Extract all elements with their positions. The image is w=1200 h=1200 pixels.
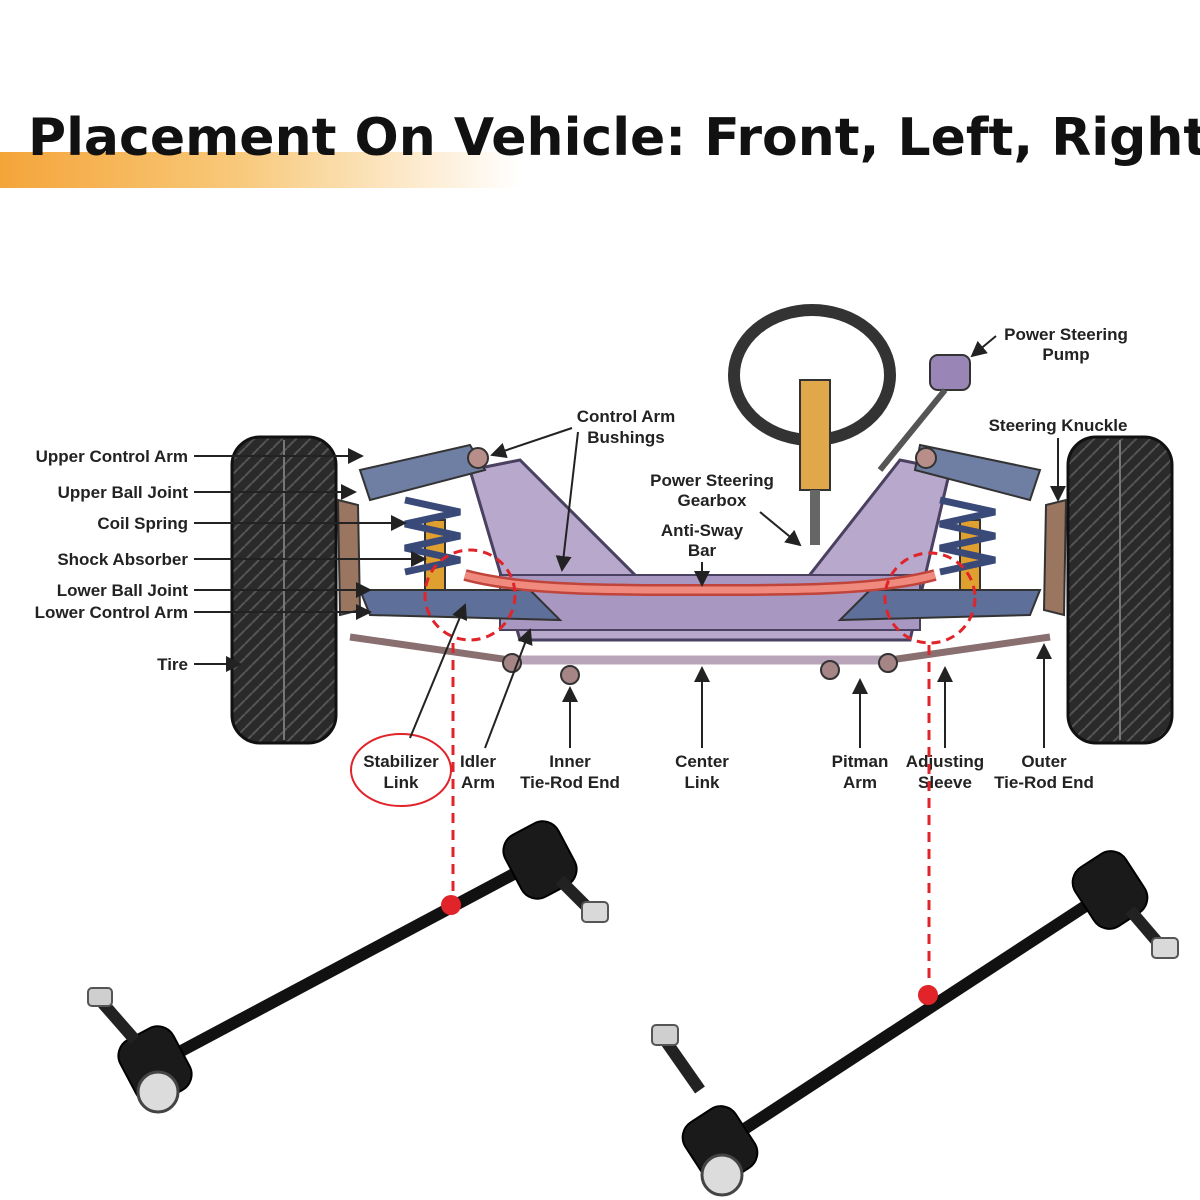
label-stabilizer-link-1: Stabilizer <box>363 752 439 771</box>
callouts-bottom: Stabilizer Link Idler Arm Inner Tie-Rod … <box>363 603 1094 792</box>
lower-control-arm-right <box>837 589 1042 622</box>
stabilizer-link-product-right <box>651 850 1179 1197</box>
label-steering-knuckle: Steering Knuckle <box>989 416 1128 435</box>
label-pitman-arm-1: Pitman <box>832 752 889 771</box>
power-steering-pump <box>877 354 971 472</box>
label-inner-tie-rod-1: Inner <box>549 752 591 771</box>
coil-spring-left <box>404 496 461 591</box>
label-adjusting-sleeve-1: Adjusting <box>906 752 984 771</box>
placement-dot-left <box>441 895 461 915</box>
label-coil-spring: Coil Spring <box>97 514 188 533</box>
steering-knuckle-left <box>336 498 362 617</box>
label-idler-arm-2: Arm <box>461 773 495 792</box>
label-anti-sway-bar-1: Anti-Sway <box>661 521 744 540</box>
tie-rod-right <box>889 633 1051 664</box>
bushing-upper-right <box>915 447 937 469</box>
label-power-steering-gearbox-1: Power Steering <box>650 471 774 490</box>
label-tire: Tire <box>157 655 188 674</box>
coil-spring-right <box>939 496 996 591</box>
page-title: Placement On Vehicle: Front, Left, Right <box>28 108 1200 168</box>
tire-right <box>1066 435 1174 745</box>
label-center-link-2: Link <box>685 773 720 792</box>
bushing-upper-left <box>467 447 489 469</box>
label-lower-ball-joint: Lower Ball Joint <box>57 581 189 600</box>
label-outer-tie-rod-2: Tie-Rod End <box>994 773 1094 792</box>
steering-wheel <box>728 304 896 545</box>
label-power-steering-pump-1: Power Steering <box>1004 325 1128 344</box>
label-shock-absorber: Shock Absorber <box>57 550 188 569</box>
label-stabilizer-link-2: Link <box>384 773 419 792</box>
label-lower-control-arm: Lower Control Arm <box>35 603 188 622</box>
label-upper-control-arm: Upper Control Arm <box>36 447 188 466</box>
label-pitman-arm-2: Arm <box>843 773 877 792</box>
label-outer-tie-rod-1: Outer <box>1021 752 1067 771</box>
stabilizer-highlight-right <box>883 551 977 645</box>
placement-dot-right <box>918 985 938 1005</box>
label-power-steering-gearbox-2: Gearbox <box>678 491 748 510</box>
label-inner-tie-rod-2: Tie-Rod End <box>520 773 620 792</box>
callouts-top: Control Arm Bushings Power Steering Gear… <box>490 325 1128 587</box>
tie-rod-left <box>349 633 511 664</box>
stabilizer-highlight-left <box>423 548 517 642</box>
title-accent-band <box>0 152 520 188</box>
label-adjusting-sleeve-2: Sleeve <box>918 773 972 792</box>
label-anti-sway-bar-2: Bar <box>688 541 717 560</box>
steering-knuckle-right <box>1042 498 1068 617</box>
label-upper-ball-joint: Upper Ball Joint <box>58 483 189 502</box>
label-idler-arm-1: Idler <box>460 752 496 771</box>
label-power-steering-pump-2: Pump <box>1042 345 1089 364</box>
callouts-left: Upper Control Arm Upper Ball Joint Coil … <box>35 447 427 674</box>
label-center-link-1: Center <box>675 752 729 771</box>
label-control-arm-bushings-2: Bushings <box>587 428 664 447</box>
stabilizer-link-product-left <box>87 820 609 1114</box>
label-control-arm-bushings-1: Control Arm <box>577 407 676 426</box>
upper-control-arm-left <box>358 443 487 502</box>
stabilizer-label-ring <box>350 733 452 807</box>
